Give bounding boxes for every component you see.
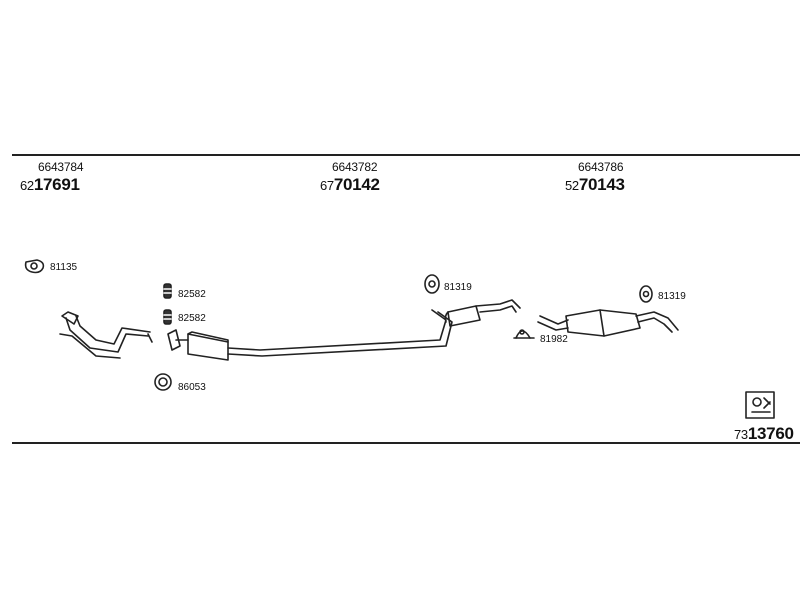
section-2-prefix: 67	[320, 178, 334, 193]
label-rear-clamp: 81982	[540, 334, 568, 345]
catalog-symbol-icon	[745, 391, 775, 419]
front-pipe-icon	[59, 311, 153, 359]
rubber-hanger-2-icon	[163, 309, 172, 325]
section-2-code: 6643782	[332, 160, 378, 174]
section-3-main: 70143	[578, 175, 625, 194]
rear-clamp-icon	[513, 329, 535, 339]
footer-prefix: 73	[734, 427, 748, 442]
section-1-prefix: 62	[20, 178, 34, 193]
label-rubber-hanger-1: 82582	[178, 289, 206, 300]
top-divider	[12, 154, 800, 156]
section-2-number: 6770142	[320, 175, 380, 195]
label-rear-hanger: 81319	[658, 291, 686, 302]
center-hanger-icon	[424, 274, 440, 294]
front-silencer-icon	[167, 329, 229, 361]
middle-pipe-icon	[227, 309, 453, 357]
bottom-divider	[12, 442, 800, 444]
label-front-clamp: 81135	[50, 262, 78, 273]
label-rubber-hanger-2: 82582	[178, 313, 206, 324]
section-1-code: 6643784	[38, 160, 84, 174]
section-1-main: 17691	[33, 175, 80, 194]
footer-number: 7313760	[734, 424, 794, 444]
label-center-hanger: 81319	[444, 282, 472, 293]
gasket-ring-icon	[154, 373, 172, 391]
section-2-main: 70142	[333, 175, 380, 194]
section-3-number: 5270143	[565, 175, 625, 195]
rear-hanger-icon	[639, 285, 653, 303]
footer-main: 13760	[747, 424, 794, 443]
section-1-number: 6217691	[20, 175, 80, 195]
section-3-prefix: 52	[565, 178, 579, 193]
section-3-code: 6643786	[578, 160, 624, 174]
front-clamp-icon	[24, 259, 45, 274]
center-silencer-icon	[444, 299, 521, 327]
label-gasket-ring: 86053	[178, 382, 206, 393]
rear-silencer-icon	[537, 309, 679, 337]
rubber-hanger-1-icon	[163, 283, 172, 299]
